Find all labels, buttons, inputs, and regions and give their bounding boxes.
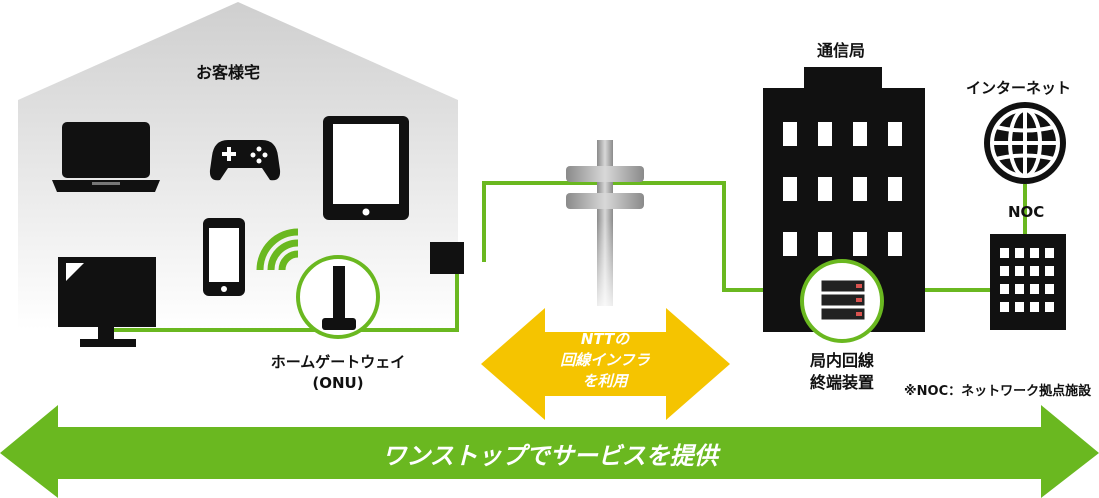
noc-label: NOC [1008, 203, 1045, 221]
globe-icon [984, 102, 1066, 184]
service-arrow [0, 405, 1099, 498]
internet-label: インターネット [966, 79, 1072, 97]
onu-label: ホームゲートウェイ (ONU) [258, 352, 418, 394]
terminal-label-line1: 局内回線 [809, 351, 874, 370]
ntt-label-line3: を利用 [582, 372, 628, 390]
noc-building-icon [990, 234, 1066, 330]
ntt-label: NTTの 回線インフラ を利用 [540, 329, 670, 392]
tablet-icon [323, 116, 409, 220]
ntt-label-line1: NTTの [580, 330, 630, 348]
banner-label: ワンストップでサービスを提供 [382, 442, 718, 470]
noc-note: ※NOC：ネットワーク拠点施設 [904, 384, 1092, 399]
onu-label-line1: ホームゲートウェイ [270, 353, 406, 371]
monitor-icon [58, 257, 156, 347]
office-label: 通信局 [817, 41, 866, 60]
utility-pole-icon [566, 140, 644, 306]
router-icon [296, 255, 380, 339]
terminal-label-line2: 終端装置 [809, 373, 874, 392]
gamepad-icon [209, 140, 281, 181]
smartphone-icon [203, 218, 245, 296]
onu-label-line2: (ONU) [312, 374, 364, 392]
wifi-icon [256, 228, 299, 271]
ntt-infra-arrow [481, 308, 730, 420]
laptop-icon [52, 122, 160, 192]
home-label: お客様宅 [196, 63, 261, 82]
wall-jack [430, 242, 464, 274]
ntt-label-line2: 回線インフラ [560, 351, 650, 369]
server-icon [800, 259, 884, 343]
terminal-label: 局内回線 終端装置 [792, 350, 892, 394]
